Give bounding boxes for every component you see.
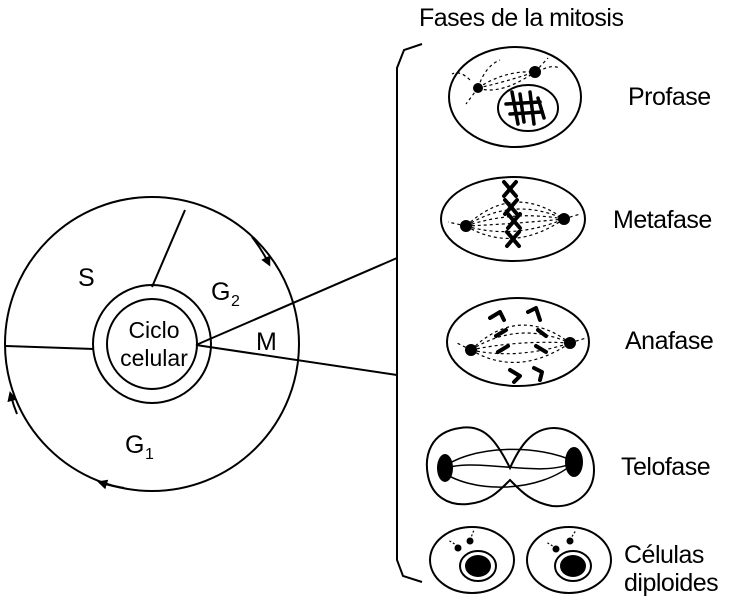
center-label-line2: celular (120, 345, 188, 371)
g2-subscript: 2 (230, 293, 240, 310)
cell-cycle-wheel (4, 196, 398, 492)
divider-s-g1 (5, 345, 95, 350)
phase-label-m: M (256, 328, 277, 356)
label-telofase: Telofase (621, 453, 711, 481)
arrow-g1-left (7, 391, 18, 415)
label-diploides: diploides (624, 569, 719, 597)
metafase-cell-illustration (440, 176, 586, 262)
phase-label-g2: G2 (211, 278, 240, 310)
phase-label-s: S (78, 264, 95, 292)
diploid-cells-illustration (429, 526, 612, 594)
arrow-g2 (251, 236, 271, 267)
g1-subscript: 1 (144, 446, 154, 463)
diagram-title: Fases de la mitosis (419, 4, 624, 32)
label-metafase: Metafase (613, 206, 712, 234)
anafase-cell-illustration (446, 297, 590, 387)
label-profase: Profase (628, 83, 711, 111)
outer-ring (4, 196, 300, 492)
m-cone-bottom (195, 344, 398, 376)
profase-cell-illustration (448, 46, 582, 148)
divider-s-g2 (151, 209, 186, 288)
center-label-line1: Ciclo (128, 317, 180, 343)
telofase-cell-illustration (425, 426, 596, 508)
label-celulas: Células (624, 541, 704, 569)
label-anafase: Anafase (625, 327, 714, 355)
m-cone-top (195, 257, 398, 346)
phase-bracket (396, 43, 423, 583)
label-celulas-diploides: Células diploides (624, 541, 719, 597)
cycle-center-label: Ciclo celular (108, 316, 200, 372)
phase-label-g1: G1 (125, 431, 154, 463)
arrow-g1-bottom (97, 479, 125, 490)
